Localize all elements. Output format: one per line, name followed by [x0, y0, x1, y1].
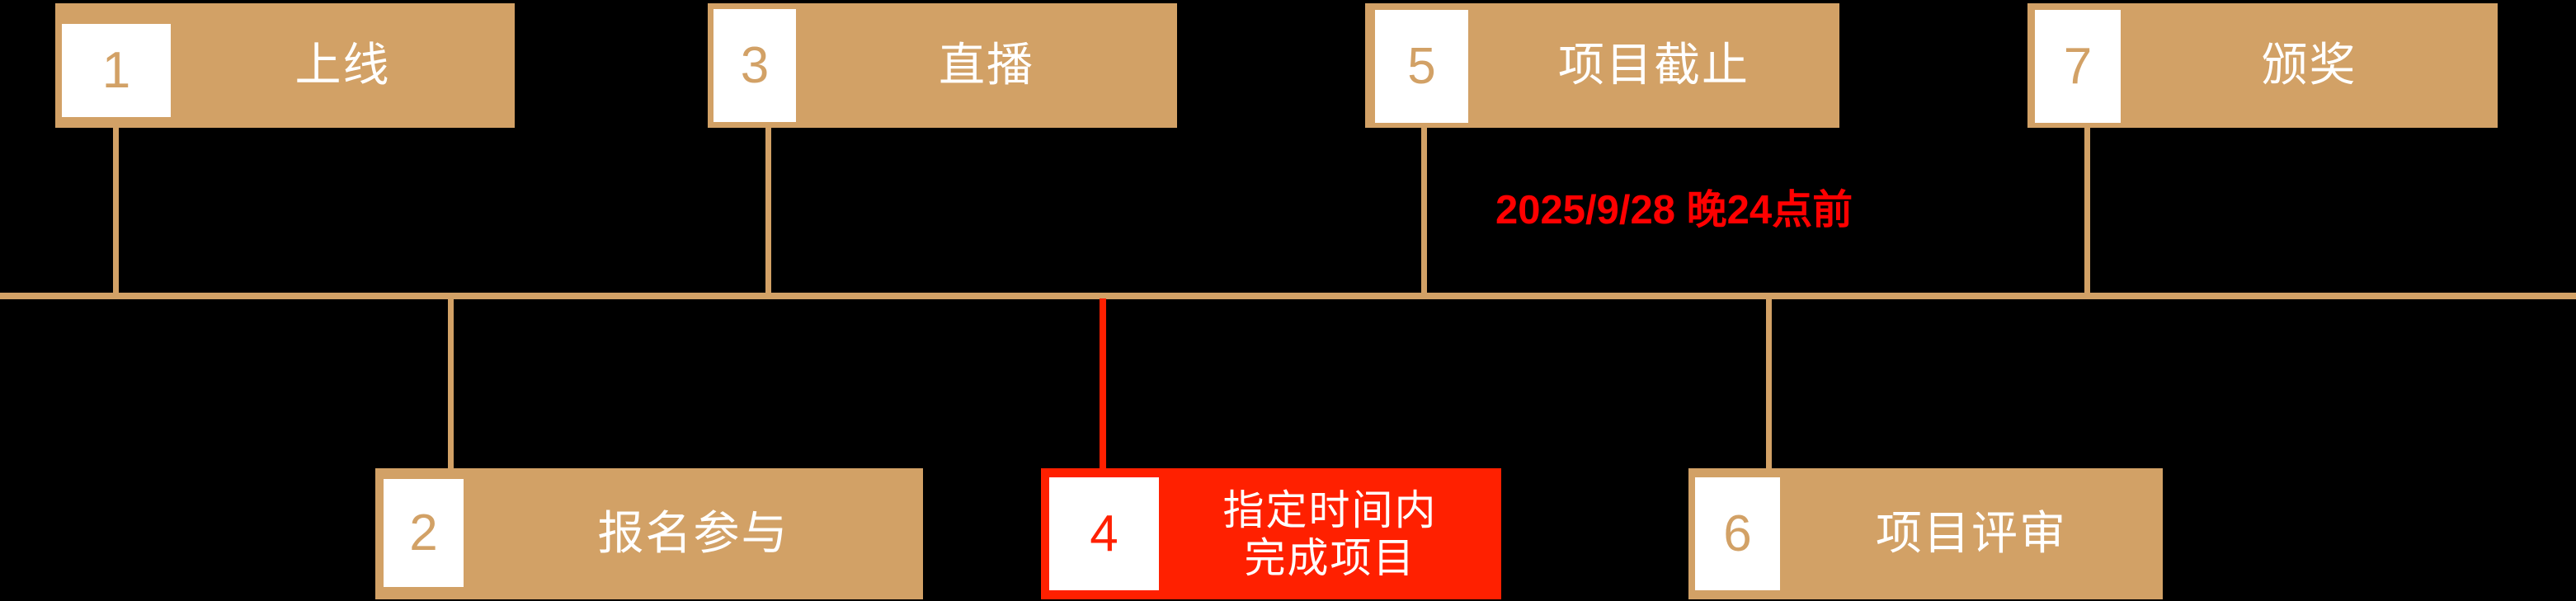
- milestone-label-1: 上线: [294, 39, 391, 92]
- milestone-label-5: 项目截止: [1558, 39, 1750, 92]
- milestone-number-3: 3: [713, 9, 796, 122]
- connector-stem-6: [1766, 298, 1772, 470]
- milestone-card-1[interactable]: 1 上线: [55, 3, 515, 128]
- milestone-number-4: 4: [1049, 477, 1159, 590]
- milestone-label-2: 报名参与: [597, 507, 789, 560]
- milestone-card-7[interactable]: 7 颁奖: [2027, 3, 2498, 128]
- milestone-label-6: 项目评审: [1876, 507, 2067, 560]
- connector-stem-7: [2084, 128, 2090, 293]
- milestone-number-5: 5: [1375, 10, 1468, 123]
- milestone-label-4: 指定时间内 完成项目: [1222, 486, 1438, 581]
- connector-stem-3: [765, 128, 771, 293]
- milestone-card-5[interactable]: 5 项目截止: [1365, 3, 1839, 128]
- connector-stem-5: [1421, 128, 1427, 293]
- deadline-annotation: 2025/9/28 晚24点前: [1495, 188, 1853, 232]
- milestone-number-6: 6: [1695, 477, 1780, 590]
- milestone-label-7: 颁奖: [2261, 39, 2357, 92]
- milestone-card-3[interactable]: 3 直播: [708, 3, 1177, 128]
- milestone-number-7: 7: [2035, 10, 2121, 123]
- milestone-card-6[interactable]: 6 项目评审: [1688, 468, 2163, 599]
- milestone-card-4[interactable]: 4 指定时间内 完成项目: [1041, 468, 1501, 599]
- milestone-number-2: 2: [384, 479, 464, 587]
- connector-stem-2: [448, 298, 454, 470]
- milestone-card-2[interactable]: 2 报名参与: [375, 468, 923, 599]
- connector-stem-1: [113, 128, 119, 293]
- connector-stem-4: [1100, 298, 1106, 470]
- timeline-axis: [0, 293, 2576, 299]
- milestone-number-1: 1: [62, 24, 171, 117]
- milestone-label-3: 直播: [939, 39, 1034, 92]
